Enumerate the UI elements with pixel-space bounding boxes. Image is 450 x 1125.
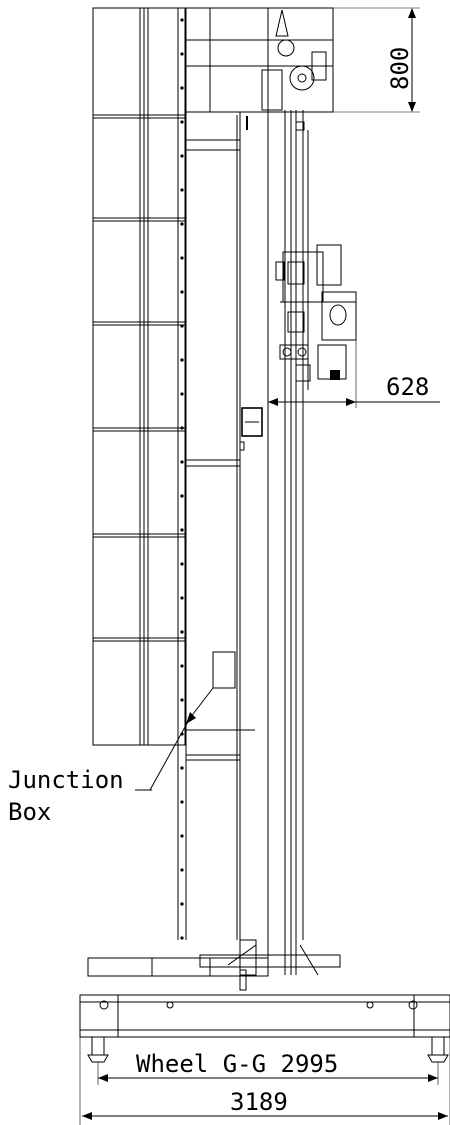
ladder-rivet	[180, 936, 184, 940]
base-carriage	[79, 939, 450, 1063]
wheel-left	[87, 1036, 109, 1063]
ladder-rivet	[180, 902, 184, 906]
ladder-rivet	[180, 834, 184, 838]
overall-length-label: 3189	[230, 1088, 288, 1116]
dimension-overall: 3189	[79, 1037, 450, 1125]
ladder-rivet	[180, 188, 184, 192]
ladder-rivet	[180, 18, 184, 22]
ladder	[177, 8, 187, 940]
junction-box-label-line2: Box	[8, 798, 51, 826]
ladder-rivet	[180, 222, 184, 226]
base-bolts	[99, 1000, 418, 1010]
ladder-rivet	[180, 256, 184, 260]
ladder-rivet	[180, 562, 184, 566]
ladder-rivet	[180, 664, 184, 668]
ladder-rivet	[180, 630, 184, 634]
ladder-rivet	[180, 120, 184, 124]
ladder-rivet	[180, 290, 184, 294]
junction-box-label-line1: Junction	[8, 766, 124, 794]
ladder-rivet	[180, 460, 184, 464]
main-column	[267, 8, 309, 975]
ladder-rivet	[180, 800, 184, 804]
dimension-wheel-gauge: Wheel G-G 2995	[97, 1050, 439, 1085]
access-door	[241, 407, 263, 437]
ladder-rivet	[180, 154, 184, 158]
ladder-rivet	[180, 766, 184, 770]
carriage-assembly	[275, 244, 357, 390]
boom-frame	[92, 7, 186, 746]
ladder-rivet	[180, 596, 184, 600]
ladder-rivet	[180, 528, 184, 532]
dimension-800: 800	[333, 7, 420, 113]
ladder-rivet	[180, 358, 184, 362]
ladder-rivet	[180, 868, 184, 872]
top-drive-housing	[184, 7, 334, 135]
ladder-rivet	[180, 698, 184, 702]
ladder-rivet	[180, 392, 184, 396]
ladder-rivet	[180, 324, 184, 328]
wheel-gauge-label: Wheel G-G 2995	[136, 1050, 338, 1078]
dimension-628-label: 628	[386, 373, 429, 401]
dimension-628: 628	[268, 300, 440, 408]
platform-structure	[186, 115, 263, 940]
ladder-rivet	[180, 52, 184, 56]
ladder-rivet	[180, 494, 184, 498]
wheel-right	[427, 1036, 449, 1063]
ladder-rivet	[180, 426, 184, 430]
drive-sprocket	[289, 65, 315, 91]
dimension-800-label: 800	[386, 47, 414, 90]
ladder-rivet	[180, 86, 184, 90]
junction-box	[135, 651, 236, 791]
